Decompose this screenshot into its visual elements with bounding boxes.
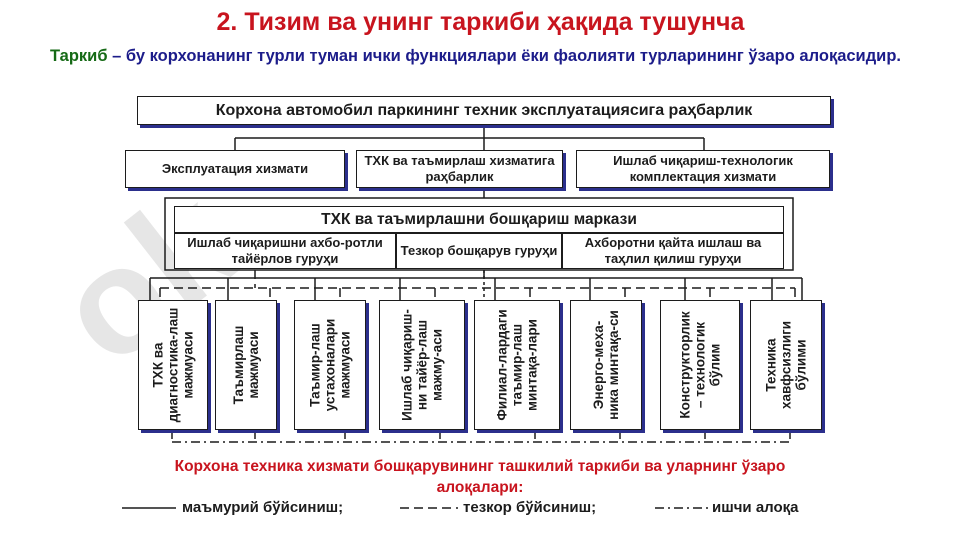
unit-safety: Техника хавфсизлиги бўлими <box>750 300 822 430</box>
service-box-technological-supply: Ишлаб чиқариш-технологик комплектация хи… <box>576 150 830 188</box>
control-center-title: ТХК ва таъмирлашни бошқариш маркази <box>174 206 784 233</box>
legend-operational: тезкор бўйсиниш; <box>463 499 597 516</box>
service-box-maintenance-management: ТХК ва таъмирлаш хизматига раҳбарлик <box>356 150 563 188</box>
unit-energy-mechanics: Энерго-меха-ника минтақа-си <box>570 300 642 430</box>
unit-diagnostics: ТХК ва диагностика-лаш мажмуаси <box>138 300 208 430</box>
unit-workshops: Таъмир-лаш устахоналари мажмуаси <box>294 300 366 430</box>
intro-text: – бу корхонанинг турли туман ички функци… <box>107 47 901 65</box>
unit-production-prep: Ишлаб чиқариш-ни тайёр-лаш мажму-аси <box>379 300 465 430</box>
unit-repair: Таъмирлаш мажмуаси <box>215 300 277 430</box>
group-box-production-info: Ишлаб чиқаришни ахбо-ротли тайёрлов гуру… <box>174 233 396 269</box>
intro-paragraph: Таркиб – бу корхонанинг турли туман ички… <box>28 44 933 68</box>
service-box-exploitation: Эксплуатация хизмати <box>125 150 345 188</box>
intro-term: Таркиб <box>50 47 108 65</box>
group-box-info-analysis: Ахборотни қайта ишлаш ва таҳлил қилиш гу… <box>562 233 784 269</box>
diagram-caption: Корхона техника хизмати бошқарувининг та… <box>174 458 786 496</box>
legend-administrative: маъмурий бўйсиниш; <box>182 499 344 516</box>
legend-working: ишчи алоқа <box>712 499 799 516</box>
management-top-box: Корхона автомобил паркининг техник экспл… <box>137 96 831 125</box>
group-box-operational-control: Тезкор бошқарув гуруҳи <box>396 233 562 269</box>
unit-branch-repair: Филиал-лардаги таъмир-лаш минтақа-лари <box>474 300 560 430</box>
unit-design-technology: Конструкторлик – технологик бўлим <box>660 300 740 430</box>
legend: маъмурий бўйсиниш; тезкор бўйсиниш; ишчи… <box>0 499 961 523</box>
slide-title: 2. Тизим ва унинг таркиби ҳақида тушунча <box>216 8 745 36</box>
